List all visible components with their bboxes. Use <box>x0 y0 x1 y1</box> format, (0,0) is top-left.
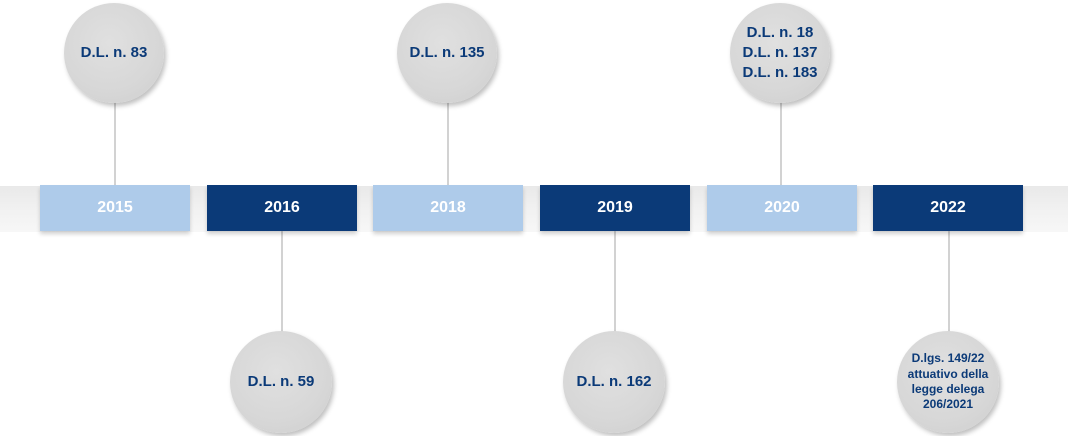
event-bubble-2019: D.L. n. 162 <box>563 331 665 433</box>
year-label: 2022 <box>930 199 966 216</box>
year-label: 2016 <box>264 199 300 216</box>
event-bubble-2020: D.L. n. 18 D.L. n. 137 D.L. n. 183 <box>730 3 830 103</box>
event-text: D.L. n. 18 <box>746 24 814 42</box>
connector-2016 <box>281 231 283 333</box>
event-text: legge delega <box>911 382 985 396</box>
event-text: D.L. n. 183 <box>742 63 818 81</box>
connector-2018 <box>447 100 449 186</box>
connector-2019 <box>614 231 616 333</box>
event-bubble-2022: D.lgs. 149/22 attuativo della legge dele… <box>897 331 999 433</box>
event-bubble-2016: D.L. n. 59 <box>230 331 332 433</box>
connector-2022 <box>948 231 950 333</box>
year-label: 2019 <box>597 199 633 216</box>
event-text: 206/2021 <box>922 397 974 412</box>
connector-2015 <box>114 100 116 186</box>
event-text: D.L. n. 83 <box>80 44 148 62</box>
event-text: D.L. n. 162 <box>576 373 652 391</box>
connector-2020 <box>780 100 782 186</box>
event-bubble-2015: D.L. n. 83 <box>64 3 164 103</box>
event-text: D.L. n. 59 <box>247 373 315 391</box>
year-2018: 2018 <box>373 185 523 231</box>
year-2015: 2015 <box>40 185 190 231</box>
year-label: 2020 <box>764 199 800 216</box>
event-bubble-2018: D.L. n. 135 <box>397 3 497 103</box>
event-text: attuativo della <box>907 366 989 381</box>
year-2022: 2022 <box>873 185 1023 231</box>
event-text: D.L. n. 137 <box>742 44 818 62</box>
year-label: 2018 <box>430 199 466 216</box>
year-2019: 2019 <box>540 185 690 231</box>
event-text: D.lgs. 149/22 <box>911 351 985 366</box>
event-text: D.L. n. 135 <box>409 44 485 62</box>
year-2020: 2020 <box>707 185 857 231</box>
year-label: 2015 <box>97 199 133 216</box>
year-2016: 2016 <box>207 185 357 231</box>
